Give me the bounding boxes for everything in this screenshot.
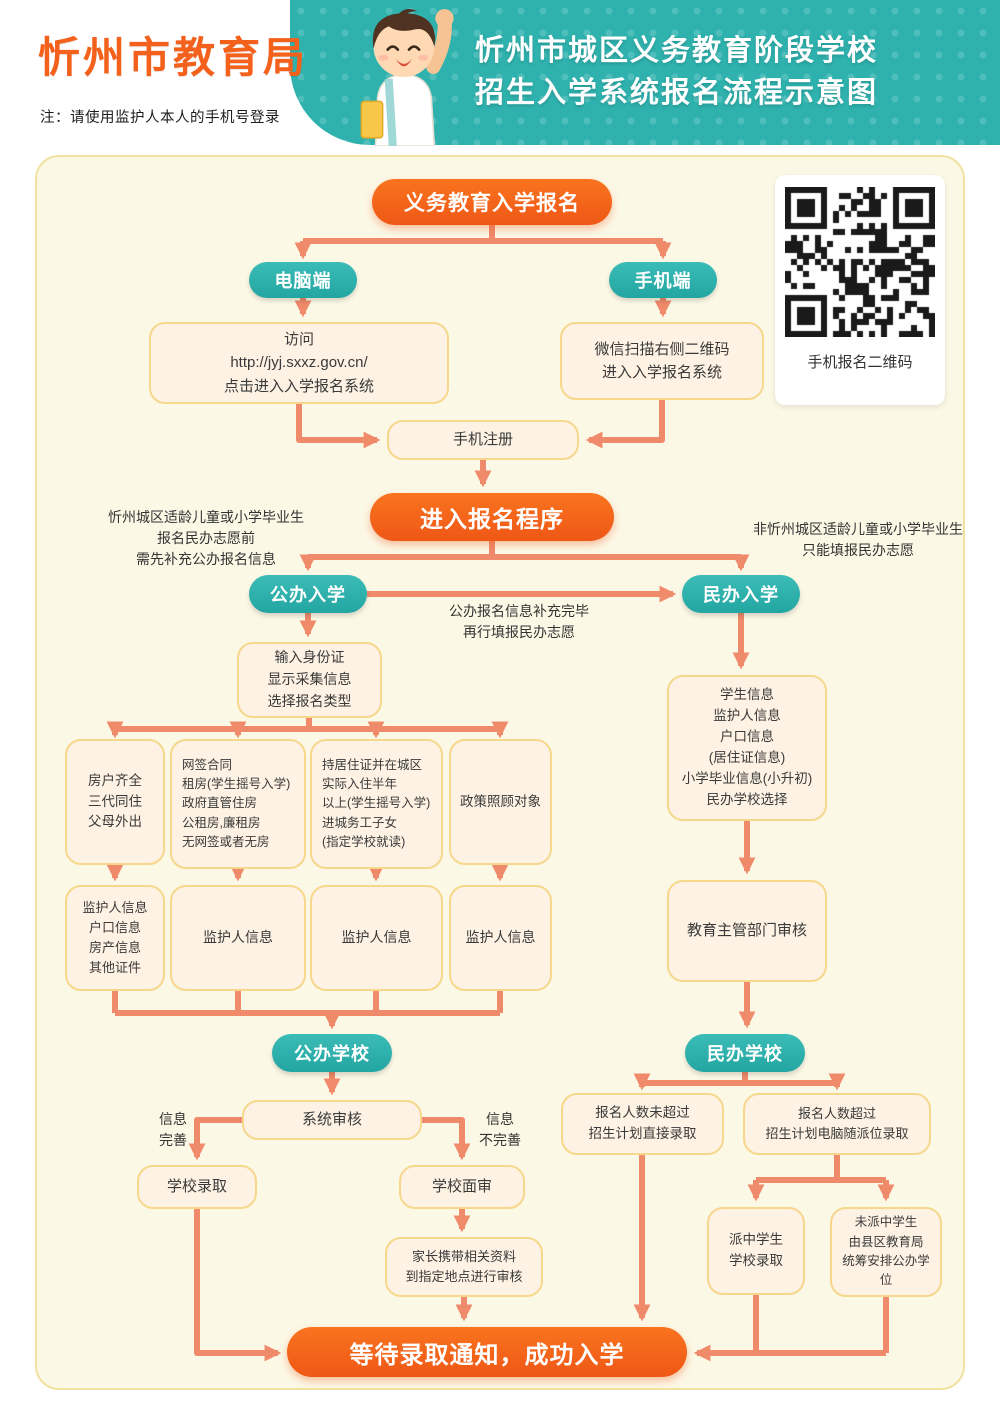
node-department-review: 教育主管部门审核: [667, 880, 827, 982]
node-category-full-ownership: 房户齐全 三代同住 父母外出: [65, 739, 165, 865]
node-final: 等待录取通知，成功入学: [287, 1327, 687, 1377]
node-system-review: 系统审核: [242, 1100, 422, 1140]
node-private-entry: 民办入学: [682, 575, 800, 613]
qr-caption: 手机报名二维码: [807, 354, 913, 371]
note-middle: 公办报名信息补充完毕 再行填报民办志愿: [449, 603, 589, 640]
node-pc-channel: 电脑端: [249, 262, 357, 298]
node-phone-register: 手机注册: [387, 420, 579, 460]
bureau-title: 忻州市教育局: [38, 36, 309, 82]
node-over-quota: 报名人数超过 招生计划电脑随派位录取: [743, 1093, 931, 1155]
login-note: 注：请使用监护人本人的手机号登录: [40, 110, 280, 126]
poster-title-line1: 忻州市城区义务教育阶段学校: [475, 35, 879, 67]
node-guardian-info-1: 监护人信息 户口信息 房产信息 其他证件: [65, 885, 165, 991]
node-enter-process: 进入报名程序: [370, 493, 614, 541]
student-mascot-illustration: [360, 8, 454, 146]
node-guardian-info-4: 监护人信息: [449, 885, 552, 991]
node-private-school: 民办学校: [685, 1034, 805, 1072]
node-start: 义务教育入学报名: [372, 179, 612, 225]
node-mobile-channel: 手机端: [609, 262, 717, 298]
node-lottery-assigned: 派中学生 学校录取: [707, 1207, 805, 1295]
poster-title-line2: 招生入学系统报名流程示意图: [475, 77, 879, 109]
node-under-quota: 报名人数未超过 招生计划直接录取: [561, 1093, 724, 1155]
node-category-residence-permit: 持居住证并在城区 实际入住半年 以上(学生摇号入学) 进城务工子女 (指定学校就…: [310, 739, 443, 869]
node-school-interview: 学校面审: [399, 1165, 525, 1209]
node-category-policy: 政策照顾对象: [449, 739, 552, 865]
node-bring-documents: 家长携带相关资料 到指定地点进行审核: [385, 1237, 543, 1297]
node-id-input: 输入身份证 显示采集信息 选择报名类型: [237, 642, 382, 718]
note-left: 忻州城区适龄儿童或小学毕业生 报名民办志愿前 需先补充公办报名信息: [108, 509, 304, 567]
node-lottery-not-assigned: 未派中学生 由县区教育局 统筹安排公办学位: [830, 1207, 942, 1297]
label-info-incomplete: 信息 不完善: [479, 1111, 521, 1148]
poster-title: 忻州市城区义务教育阶段学校 招生入学系统报名流程示意图: [475, 30, 990, 114]
note-right: 非忻州城区适龄儿童或小学毕业生 只能填报民办志愿: [753, 521, 963, 558]
qr-card: 手机报名二维码: [775, 175, 945, 405]
node-school-admit: 学校录取: [137, 1165, 257, 1209]
node-public-school: 公办学校: [272, 1034, 392, 1072]
node-category-rental: 网签合同 租房(学生摇号入学) 政府直管住房 公租房,廉租房 无网签或者无房: [170, 739, 306, 869]
node-public-entry: 公办入学: [249, 575, 367, 613]
node-private-info: 学生信息 监护人信息 户口信息 (居住证信息) 小学毕业信息(小升初) 民办学校…: [667, 675, 827, 821]
flowchart-panel: 义务教育入学报名 电脑端 手机端 访问 http://jyj.sxxz.gov.…: [35, 155, 965, 1390]
node-guardian-info-2: 监护人信息: [170, 885, 306, 991]
node-pc-access: 访问 http://jyj.sxxz.gov.cn/ 点击进入入学报名系统: [149, 322, 449, 404]
label-info-complete: 信息 完善: [159, 1111, 187, 1148]
node-guardian-info-3: 监护人信息: [310, 885, 443, 991]
qr-code: [785, 187, 935, 337]
node-mobile-access: 微信扫描右侧二维码 进入入学报名系统: [560, 322, 764, 400]
